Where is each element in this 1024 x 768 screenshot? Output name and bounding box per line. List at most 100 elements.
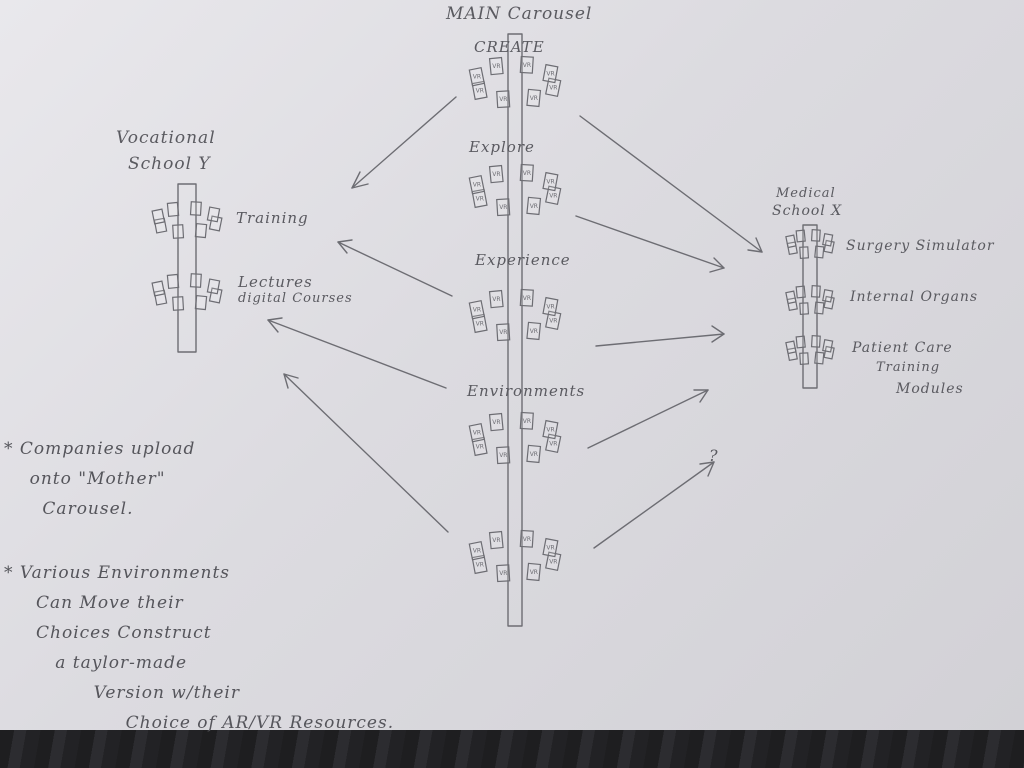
- main-tier-4: VR VR VR VR VR VR VR VR: [468, 411, 562, 465]
- carousel-tile: [488, 56, 504, 76]
- medical-label-modules: Modules: [896, 381, 964, 397]
- carousel-tile: [519, 163, 534, 182]
- medical-label-surgery-simulator: Surgery Simulator: [846, 238, 995, 254]
- carousel-tile-label: VR: [492, 419, 500, 426]
- carousel-tile: [471, 436, 488, 457]
- carousel-tile: [496, 446, 511, 465]
- paper-sheet: [0, 0, 1024, 730]
- carousel-tile-label: VR: [476, 443, 484, 450]
- carousel-tile: [206, 278, 221, 295]
- carousel-tile-label: VR: [546, 304, 554, 311]
- vocational-label-digital-courses: digital Courses: [238, 291, 353, 306]
- carousel-tile: [471, 554, 488, 575]
- medical-label-patient-care: Patient Care: [852, 340, 953, 356]
- carousel-tile-label: VR: [473, 430, 481, 437]
- carousel-tile: [542, 63, 559, 84]
- carousel-tile-label: VR: [476, 87, 484, 94]
- tier-label-explore: Explore: [469, 138, 535, 156]
- carousel-tile: [542, 537, 559, 558]
- carousel-tile: [795, 285, 806, 299]
- carousel-tile: [799, 352, 810, 365]
- carousel-tile-label: VR: [499, 204, 507, 211]
- carousel-tile-label: VR: [530, 203, 538, 210]
- carousel-tile: [799, 302, 810, 315]
- carousel-tile-label: VR: [473, 74, 481, 81]
- carousel-tile-label: VR: [549, 440, 557, 447]
- medical-label-training: Training: [876, 360, 941, 375]
- carousel-tile: [526, 321, 542, 341]
- carousel-tile: [785, 340, 797, 355]
- vocational-label-training: Training: [236, 209, 309, 227]
- carousel-tile: [786, 347, 798, 362]
- carousel-tile-label: VR: [499, 452, 507, 459]
- carousel-tile: [526, 562, 542, 582]
- main-carousel-pole: [507, 33, 523, 627]
- carousel-tile: [542, 171, 559, 192]
- carousel-tile: [496, 198, 511, 217]
- arrow-main-to-vocational-3: [267, 317, 447, 389]
- medical-carousel-pole: [802, 224, 818, 389]
- carousel-tile: [545, 185, 562, 206]
- carousel-tile-label: VR: [492, 63, 500, 70]
- main-carousel-title: MAIN Carousel: [446, 4, 593, 24]
- carousel-tile-label: VR: [499, 570, 507, 577]
- carousel-tile: [189, 273, 202, 288]
- arrow-main-to-medical-5: [593, 461, 715, 549]
- carousel-tile: [786, 297, 798, 312]
- carousel-tile: [208, 215, 223, 232]
- carousel-tile: [166, 273, 180, 290]
- carousel-tile: [471, 188, 488, 209]
- carousel-tile: [545, 310, 562, 331]
- carousel-tile: [488, 412, 504, 432]
- carousel-tile-label: VR: [523, 418, 531, 425]
- carousel-tile: [151, 280, 166, 297]
- carousel-tile: [519, 288, 534, 307]
- carousel-tile-label: VR: [476, 320, 484, 327]
- carousel-tile-label: VR: [530, 451, 538, 458]
- medical-title-line1: Medical: [776, 186, 836, 201]
- carousel-tile-label: VR: [523, 62, 531, 69]
- carousel-tile: [795, 229, 806, 243]
- carousel-tile: [526, 196, 542, 216]
- carousel-tile: [822, 232, 834, 247]
- carousel-tile-label: VR: [546, 427, 554, 434]
- carousel-tile-label: VR: [530, 569, 538, 576]
- vocational-label-lectures: Lectures: [238, 273, 313, 291]
- carousel-tile: [519, 529, 534, 548]
- carousel-tile: [810, 335, 821, 348]
- carousel-tile: [810, 229, 821, 242]
- table-surface: [0, 730, 1024, 768]
- medical-tier-3: [785, 335, 835, 365]
- carousel-tile-label: VR: [549, 192, 557, 199]
- carousel-tile: [189, 201, 202, 216]
- carousel-tile-label: VR: [549, 317, 557, 324]
- carousel-tile-label: VR: [473, 182, 481, 189]
- carousel-tile: [194, 222, 208, 239]
- carousel-tile: [814, 301, 825, 315]
- carousel-tile-label: VR: [492, 296, 500, 303]
- carousel-tile-label: VR: [549, 558, 557, 565]
- carousel-tile: [496, 90, 511, 109]
- question-mark: ?: [709, 446, 719, 465]
- carousel-tile: [810, 285, 821, 298]
- carousel-tile-label: VR: [476, 561, 484, 568]
- tier-label-environments: Environments: [467, 382, 586, 400]
- arrow-main-to-vocational-4: [283, 373, 449, 533]
- vocational-tier-2: [151, 273, 223, 311]
- carousel-tile-label: VR: [499, 329, 507, 336]
- carousel-tile: [151, 208, 166, 225]
- carousel-tile: [542, 296, 559, 317]
- carousel-tile-label: VR: [473, 548, 481, 555]
- carousel-tile: [496, 323, 511, 342]
- carousel-tile: [172, 224, 185, 239]
- vocational-title-line2: School Y: [128, 154, 211, 174]
- carousel-tile: [814, 245, 825, 259]
- carousel-tile: [542, 419, 559, 440]
- carousel-tile: [468, 299, 485, 320]
- medical-tier-2: [785, 285, 835, 315]
- arrow-main-to-medical-4: [587, 389, 709, 449]
